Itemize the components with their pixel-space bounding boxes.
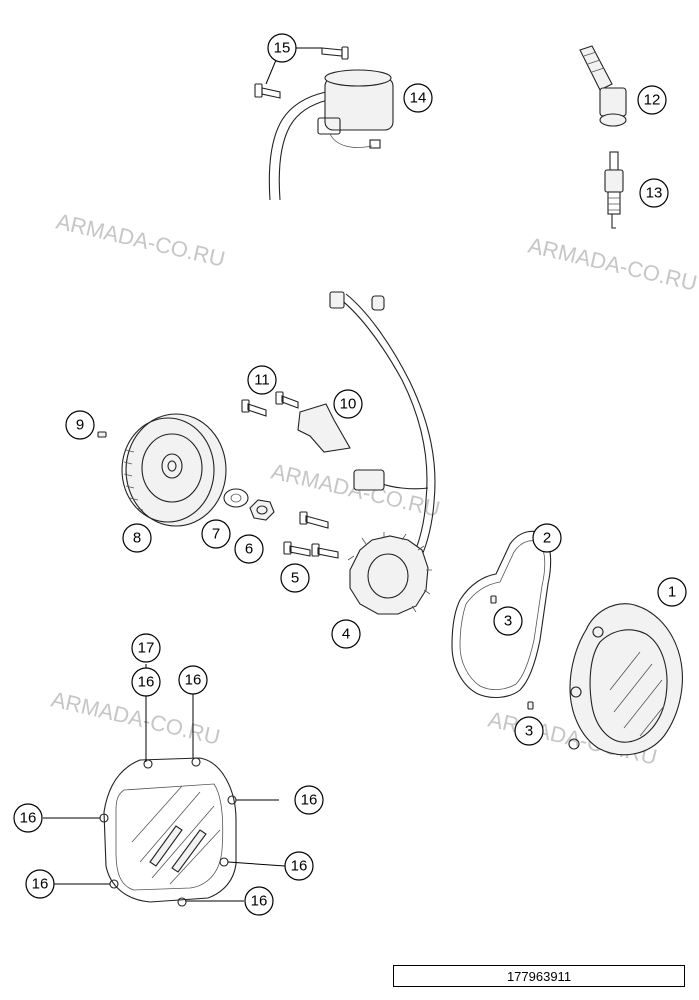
callout-1: 1 [657, 577, 687, 607]
callout-16-c: 16 [294, 785, 324, 815]
svg-text:10: 10 [340, 396, 357, 413]
svg-text:6: 6 [245, 541, 253, 558]
svg-text:15: 15 [274, 40, 291, 57]
svg-text:17: 17 [138, 640, 155, 657]
callout-13: 13 [639, 178, 669, 208]
callout-16-a: 16 [131, 667, 161, 697]
callout-7: 7 [201, 519, 231, 549]
svg-text:1: 1 [668, 584, 676, 601]
svg-text:16: 16 [251, 893, 268, 910]
callout-16-d: 16 [13, 803, 43, 833]
svg-text:4: 4 [342, 626, 350, 643]
callout-5: 5 [280, 563, 310, 593]
svg-text:16: 16 [32, 876, 49, 893]
callout-6: 6 [234, 534, 264, 564]
svg-text:11: 11 [254, 372, 270, 389]
svg-text:16: 16 [20, 810, 37, 827]
callout-16-b: 16 [178, 665, 208, 695]
svg-text:16: 16 [291, 858, 308, 875]
callout-14: 14 [403, 83, 433, 113]
stator-screws-drawing [283, 511, 339, 559]
svg-text:3: 3 [525, 723, 533, 740]
watermark-4: ARMADA-CO.RU [49, 687, 223, 750]
callout-9: 9 [65, 410, 95, 440]
callout-16-g: 16 [244, 886, 274, 916]
pickup-bracket-drawing [297, 403, 351, 453]
svg-text:16: 16 [185, 672, 202, 689]
svg-text:8: 8 [133, 530, 141, 547]
ignition-cover-drawing [568, 603, 683, 756]
ignition-coil-drawing [268, 69, 394, 201]
spark-plug-drawing [604, 151, 624, 229]
washer-drawing [223, 488, 249, 508]
svg-text:3: 3 [504, 613, 512, 630]
callout-15: 15 [267, 33, 297, 63]
woodruff-key-drawing [97, 431, 107, 438]
spark-plug-connector-drawing [579, 45, 627, 127]
watermark-2: ARMADA-CO.RU [526, 233, 699, 296]
callout-12: 12 [637, 85, 667, 115]
svg-text:5: 5 [291, 570, 299, 587]
callout-3-lower: 3 [514, 716, 544, 746]
pickup-screws-drawing [241, 391, 299, 417]
document-number-box: 177963911 [393, 965, 685, 987]
svg-text:7: 7 [212, 526, 220, 543]
callout-17: 17 [131, 633, 161, 663]
svg-text:16: 16 [138, 674, 155, 691]
callout-4: 4 [331, 619, 361, 649]
svg-text:12: 12 [644, 92, 661, 109]
ignition-cover-front-drawing [99, 757, 237, 907]
dowel-pins-drawing [490, 595, 534, 710]
nut-drawing [249, 499, 275, 521]
gasket-drawing [451, 530, 552, 699]
svg-text:2: 2 [543, 530, 551, 547]
document-number: 177963911 [506, 968, 572, 984]
callout-16-e: 16 [284, 851, 314, 881]
svg-text:16: 16 [301, 792, 318, 809]
callout-16-f: 16 [25, 869, 55, 899]
callout-2: 2 [532, 523, 562, 553]
stator-drawing [329, 291, 436, 615]
callout-8: 8 [122, 523, 152, 553]
callout-10: 10 [333, 389, 363, 419]
coil-screws-drawing [254, 46, 349, 99]
svg-text:13: 13 [646, 185, 663, 202]
watermark-1: ARMADA-CO.RU [54, 209, 228, 272]
flywheel-rotor-drawing [121, 413, 227, 527]
svg-text:14: 14 [410, 90, 427, 107]
callout-3-upper: 3 [493, 606, 523, 636]
svg-text:9: 9 [76, 417, 84, 434]
leader-lines [43, 47, 322, 902]
callout-11: 11 [247, 365, 277, 395]
